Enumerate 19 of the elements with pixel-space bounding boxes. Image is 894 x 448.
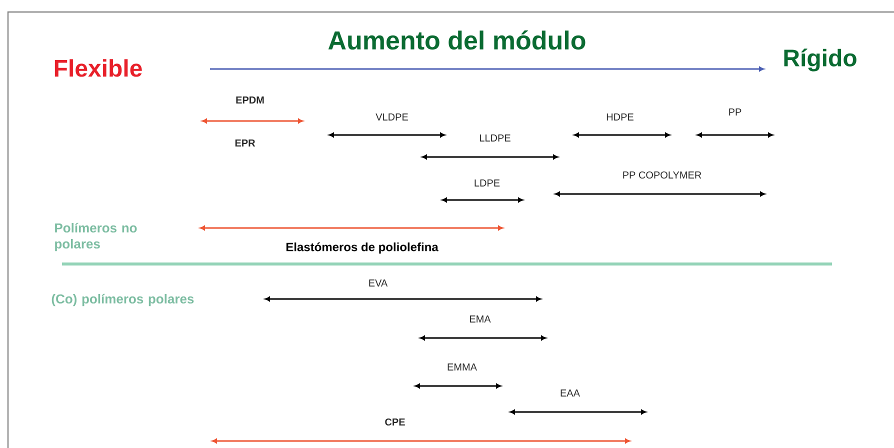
label: CPE [385,418,405,426]
label: Flexible [54,59,142,77]
label: EMMA [448,364,477,370]
title: Aumento del módulo [328,30,586,50]
label: EVA [369,280,388,286]
label: EMA [470,316,491,322]
label: EAA [560,390,580,396]
label: Elastómeros de poliolefina [286,242,438,254]
label: Polímeros no polares [55,222,137,252]
label: HDPE [606,114,634,120]
label: LLDPE [480,134,510,142]
label: (Co) polímeros polares [52,294,194,306]
label: EPR [235,140,256,146]
label: VLDPE [376,114,408,120]
label: LDPE [474,180,500,186]
label: Rígido [784,48,856,72]
label: PP COPOLYMER [623,171,702,179]
label: PP [729,108,742,116]
label: EPDM [236,96,264,104]
